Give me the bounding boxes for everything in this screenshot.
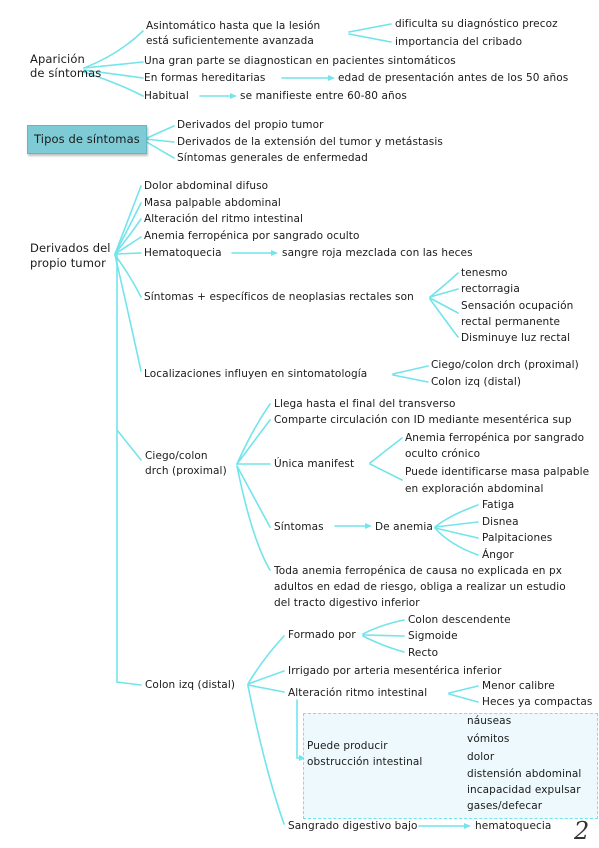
unica-item: oculto crónico (405, 448, 481, 460)
ciego-item: Llega hasta el final del transverso (274, 398, 456, 410)
unica-item: Anemia ferropénica por sangrado (405, 432, 585, 444)
ciego-title-line1: Ciego/colon (145, 450, 208, 462)
toda-anemia-line3: del tracto digestivo inferior (274, 597, 420, 609)
localizacion-item: Colon izq (distal) (431, 376, 522, 388)
hereditarias-detail: edad de presentación antes de los 50 año… (338, 72, 569, 84)
ciego-item: Comparte circulación con ID mediante mes… (274, 414, 572, 426)
hematoquecia-detail: sangre roja mezclada con las heces (282, 247, 473, 259)
obstruccion-line2: obstrucción intestinal (307, 756, 423, 768)
unica-item: Puede identificarse masa palpable (405, 466, 590, 478)
unica-item: en exploración abdominal (405, 483, 544, 495)
anemia-item: Palpitaciones (482, 532, 553, 544)
page-number: 2 (574, 817, 590, 845)
obstruccion-item: vómitos (467, 733, 510, 745)
sintomas-label: Síntomas (274, 521, 324, 533)
irrigado-text: Irrigado por arteria mesentérica inferio… (288, 665, 502, 677)
obstruccion-box (303, 713, 598, 819)
rectal-item: rectorragia (461, 283, 520, 295)
localizaciones-label: Localizaciones influyen en sintomatologí… (144, 368, 368, 380)
rectal-item: rectal permanente (461, 316, 561, 328)
rectal-item: tenesmo (461, 267, 508, 279)
asintomatico-line2: está suficientemente avanzada (146, 35, 314, 47)
anemia-item: Disnea (482, 516, 519, 528)
hereditarias-label: En formas hereditarias (144, 72, 266, 84)
sangrado-detail: hematoquecia (475, 820, 552, 832)
tipos-title: Tipos de síntomas (34, 132, 140, 146)
obstruccion-item: náuseas (467, 715, 512, 727)
colon-izq-title: Colon izq (distal) (145, 679, 236, 691)
unica-manifest-label: Única manifest (274, 458, 355, 470)
tipos-sintomas-tag: Tipos de síntomas (27, 125, 147, 154)
localizacion-item: Ciego/colon drch (proximal) (431, 359, 579, 371)
obstruccion-item: dolor (467, 751, 495, 763)
sangrado-label: Sangrado digestivo bajo (288, 820, 418, 832)
derivados-title-line1: Derivados del (30, 241, 111, 255)
toda-anemia-line2: adultos en edad de riesgo, obliga a real… (274, 581, 566, 593)
diagnosticados-text: Una gran parte se diagnostican en pacien… (144, 55, 456, 67)
tipo-item: Derivados del propio tumor (177, 119, 324, 131)
rectal-item: Disminuye luz rectal (461, 332, 571, 344)
hematoquecia-label: Hematoquecia (144, 247, 222, 259)
symptom-item: Anemia ferropénica por sangrado oculto (144, 230, 360, 242)
obstruccion-item: incapacidad expulsar (467, 784, 581, 796)
asintomatico-line1: Asintomático hasta que la lesión (146, 20, 321, 32)
rectales-label: Síntomas + específicos de neoplasias rec… (144, 291, 414, 303)
obstruccion-item: gases/defecar (467, 800, 543, 812)
alteracion-item: Heces ya compactas (482, 696, 593, 708)
formado-item: Colon descendente (408, 614, 511, 626)
aparicion-title-line1: Aparición (30, 52, 85, 66)
symptom-item: Dolor abdominal difuso (144, 180, 269, 192)
symptom-item: Masa palpable abdominal (144, 197, 281, 209)
toda-anemia-line1: Toda anemia ferropénica de causa no expl… (274, 565, 563, 577)
rectal-item: Sensación ocupación (461, 300, 574, 312)
derivados-title-line2: propio tumor (30, 256, 106, 270)
consequence-diagnostico: dificulta su diagnóstico precoz (395, 18, 558, 30)
ciego-title-line2: drch (proximal) (145, 465, 227, 477)
formado-label: Formado por (288, 629, 356, 641)
alteracion-item: Menor calibre (482, 680, 555, 692)
tipo-item: Derivados de la extensión del tumor y me… (177, 136, 443, 148)
aparicion-title-line2: de síntomas (30, 66, 102, 80)
habitual-label: Habitual (144, 90, 189, 102)
obstruccion-item: distensión abdominal (467, 768, 582, 780)
obstruccion-line1: Puede producir (307, 740, 388, 752)
formado-item: Sigmoide (408, 630, 458, 642)
anemia-item: Ángor (482, 549, 514, 561)
symptom-item: Alteración del ritmo intestinal (144, 213, 304, 225)
alteracion-label: Alteración ritmo intestinal (288, 687, 428, 699)
consequence-cribado: importancia del cribado (395, 36, 523, 48)
formado-item: Recto (408, 647, 439, 659)
anemia-label: De anemia (375, 521, 433, 533)
tipo-item: Síntomas generales de enfermedad (177, 152, 368, 164)
habitual-detail: se manifieste entre 60-80 años (240, 90, 407, 102)
anemia-item: Fatiga (482, 499, 515, 511)
